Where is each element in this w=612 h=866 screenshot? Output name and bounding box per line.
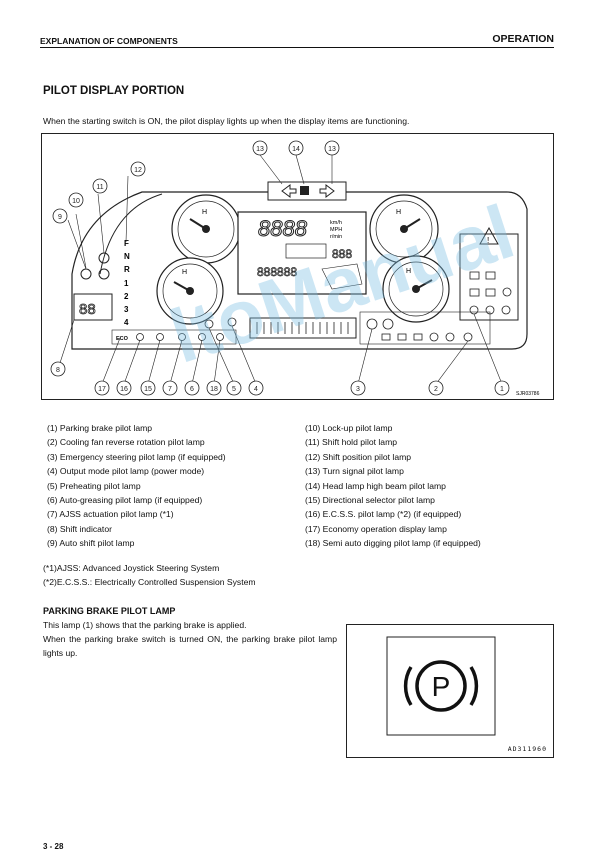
- gear-label-2: 2: [124, 292, 129, 301]
- legend-item: (9) Auto shift pilot lamp: [47, 538, 135, 549]
- legend-item: (14) Head lamp high beam pilot lamp: [305, 480, 446, 491]
- gear-label-3: 3: [124, 305, 129, 314]
- page-number: 3 - 28: [43, 842, 64, 851]
- legend-item: (5) Preheating pilot lamp: [47, 480, 141, 491]
- callout-16: 16: [120, 386, 128, 393]
- callout-2: 2: [434, 386, 438, 393]
- gear-label-f: F: [124, 239, 129, 248]
- section-heading: PILOT DISPLAY PORTION: [43, 85, 185, 97]
- header-section-title: EXPLANATION OF COMPONENTS: [40, 36, 178, 46]
- legend-item: (12) Shift position pilot lamp: [305, 451, 412, 462]
- legend-right: (10) Lock-up pilot lamp (11) Shift hold …: [305, 421, 481, 551]
- unit-mph: MPH: [330, 227, 342, 233]
- footnote-ecss: (*2)E.C.S.S.: Electrically Controlled Su…: [43, 577, 256, 588]
- body-paragraph: This lamp (1) shows that the parking bra…: [43, 618, 337, 661]
- svg-text:H: H: [202, 209, 207, 216]
- callout-1: 1: [500, 386, 504, 393]
- legend-left: (1) Parking brake pilot lamp (2) Cooling…: [47, 421, 226, 551]
- callout-6: 6: [190, 386, 194, 393]
- unit-rmin: r/min: [330, 234, 342, 240]
- subsection-heading: PARKING BRAKE PILOT LAMP: [43, 606, 176, 616]
- legend-item: (4) Output mode pilot lamp (power mode): [47, 466, 205, 477]
- svg-text:88: 88: [79, 301, 96, 318]
- header-rule: [40, 47, 554, 48]
- header-chapter-title: OPERATION: [492, 33, 554, 45]
- footnote-ajss: (*1)AJSS: Advanced Joystick Steering Sys…: [43, 563, 220, 573]
- legend-item: (17) Economy operation display lamp: [305, 523, 447, 534]
- callout-12: 12: [134, 167, 142, 174]
- instrument-panel-drawing: H H H H 8888 km/h MPH r/min 888 888888: [50, 140, 540, 397]
- svg-text:888: 888: [332, 247, 352, 261]
- footnotes: (*1)AJSS: Advanced Joystick Steering Sys…: [43, 561, 256, 589]
- gear-label-1: 1: [124, 279, 129, 288]
- legend-item: (1) Parking brake pilot lamp: [47, 423, 153, 433]
- legend-item: (18) Semi auto digging pilot lamp (if eq…: [305, 538, 481, 549]
- callout-3: 3: [356, 386, 360, 393]
- intro-text: When the starting switch is ON, the pilo…: [43, 116, 410, 126]
- gear-label-n: N: [124, 252, 130, 261]
- callout-17: 17: [98, 386, 106, 393]
- legend-item: (2) Cooling fan reverse rotation pilot l…: [47, 437, 205, 448]
- callout-7: 7: [168, 386, 172, 393]
- svg-text:888888: 888888: [257, 265, 297, 279]
- unit-kmh: km/h: [330, 220, 342, 226]
- callout-13a: 13: [256, 146, 264, 153]
- gear-label-4: 4: [124, 318, 129, 327]
- callout-10: 10: [72, 198, 80, 205]
- svg-text:P: P: [432, 671, 451, 702]
- svg-text:H: H: [406, 268, 411, 275]
- legend-item: (3) Emergency steering pilot lamp (if eq…: [47, 451, 226, 462]
- parking-figure-code: AD311960: [507, 745, 547, 753]
- svg-text:H: H: [396, 209, 401, 216]
- eco-label: ECO: [116, 336, 129, 342]
- legend-item: (8) Shift indicator: [47, 523, 112, 534]
- callout-4: 4: [254, 386, 258, 393]
- legend-item: (7) AJSS actuation pilot lamp (*1): [47, 509, 174, 520]
- parking-brake-icon: P: [386, 636, 496, 736]
- callout-15: 15: [144, 386, 152, 393]
- paragraph-line-2: When the parking brake switch is turned …: [43, 634, 337, 659]
- svg-text:8888: 8888: [258, 216, 308, 241]
- gear-label-r: R: [124, 265, 130, 274]
- callout-13b: 13: [328, 146, 336, 153]
- legend-item: (13) Turn signal pilot lamp: [305, 466, 404, 477]
- callout-11: 11: [96, 184, 103, 191]
- legend-item: (6) Auto-greasing pilot lamp (if equippe…: [47, 495, 203, 506]
- svg-text:H: H: [182, 269, 187, 276]
- callout-5: 5: [232, 386, 236, 393]
- callout-8: 8: [56, 367, 60, 374]
- paragraph-line-1: This lamp (1) shows that the parking bra…: [43, 620, 247, 630]
- legend-item: (16) E.C.S.S. pilot lamp (*2) (if equipp…: [305, 509, 462, 520]
- svg-text:!: !: [487, 236, 489, 245]
- figure-code: SJR03786: [516, 391, 540, 397]
- callout-14: 14: [292, 146, 300, 153]
- legend-item: (15) Directional selector pilot lamp: [305, 495, 435, 506]
- callout-18: 18: [210, 386, 218, 393]
- legend-item: (10) Lock-up pilot lamp: [305, 423, 393, 433]
- pilot-display-figure: H H H H 8888 km/h MPH r/min 888 888888: [41, 133, 554, 400]
- legend-item: (11) Shift hold pilot lamp: [305, 437, 398, 448]
- parking-brake-figure: P AD311960: [346, 624, 554, 758]
- callout-9: 9: [58, 214, 62, 221]
